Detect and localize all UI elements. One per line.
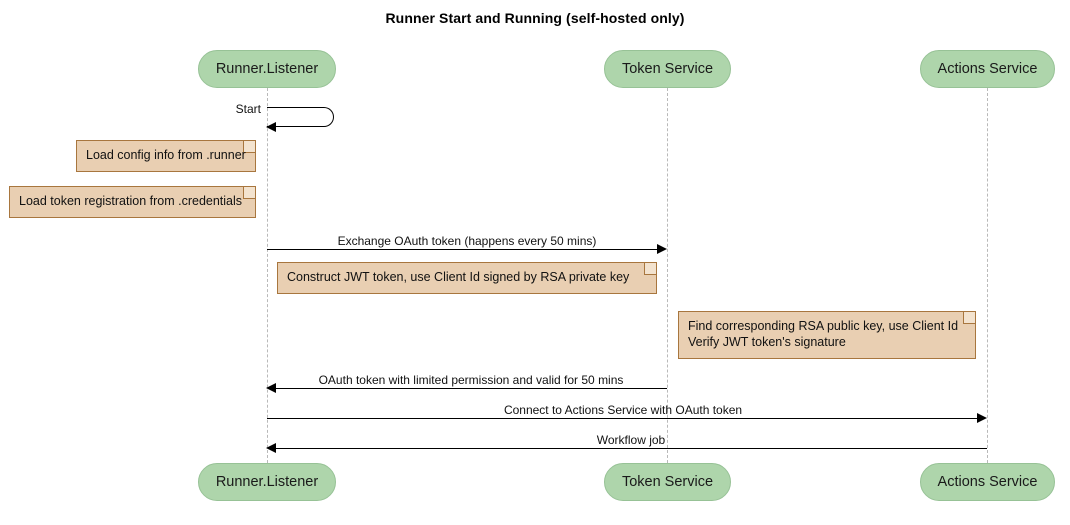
participant-label: Actions Service bbox=[937, 474, 1038, 490]
participant-label: Token Service bbox=[621, 474, 714, 490]
note-text: Find corresponding RSA public key, use C… bbox=[688, 319, 959, 349]
participant-runner-top[interactable]: Runner.Listener bbox=[198, 50, 336, 88]
note-text: Load config info from .runner bbox=[86, 148, 246, 162]
message-label-workflow-job: Workflow job bbox=[596, 433, 666, 447]
participant-token-bottom[interactable]: Token Service bbox=[604, 463, 731, 501]
participant-label: Runner.Listener bbox=[215, 61, 319, 77]
message-selfloop-start bbox=[267, 107, 334, 127]
message-arrowhead-start bbox=[266, 122, 276, 132]
note-load-config: Load config info from .runner bbox=[76, 140, 256, 172]
message-label-connect-actions-service: Connect to Actions Service with OAuth to… bbox=[503, 403, 743, 417]
message-label-start: Start bbox=[235, 102, 261, 116]
lifeline-runner bbox=[267, 88, 268, 463]
note-load-token-registration: Load token registration from .credential… bbox=[9, 186, 256, 218]
note-fold-icon bbox=[644, 263, 656, 275]
lifeline-token bbox=[667, 88, 668, 463]
lifeline-actions bbox=[987, 88, 988, 463]
note-fold-icon bbox=[243, 187, 255, 199]
message-line-oauth-token-response bbox=[275, 388, 667, 389]
participant-runner-bottom[interactable]: Runner.Listener bbox=[198, 463, 336, 501]
note-fold-icon bbox=[963, 312, 975, 324]
message-line-connect-actions-service bbox=[267, 418, 979, 419]
note-verify-jwt-signature: Find corresponding RSA public key, use C… bbox=[678, 311, 976, 359]
note-text: Load token registration from .credential… bbox=[19, 194, 243, 208]
note-fold-icon bbox=[243, 141, 255, 153]
message-arrowhead-connect-actions-service bbox=[977, 413, 987, 423]
note-construct-jwt-token: Construct JWT token, use Client Id signe… bbox=[277, 262, 657, 294]
participant-label: Runner.Listener bbox=[215, 474, 319, 490]
message-line-exchange-oauth-token bbox=[267, 249, 659, 250]
diagram-title: Runner Start and Running (self-hosted on… bbox=[385, 10, 685, 26]
message-arrowhead-workflow-job bbox=[266, 443, 276, 453]
message-arrowhead-oauth-token-response bbox=[266, 383, 276, 393]
message-label-oauth-token-response: OAuth token with limited permission and … bbox=[318, 373, 624, 387]
note-text: Construct JWT token, use Client Id signe… bbox=[287, 270, 630, 284]
participant-label: Token Service bbox=[621, 61, 714, 77]
message-label-exchange-oauth-token: Exchange OAuth token (happens every 50 m… bbox=[337, 234, 597, 248]
message-arrowhead-exchange-oauth-token bbox=[657, 244, 667, 254]
participant-token-top[interactable]: Token Service bbox=[604, 50, 731, 88]
participant-actions-top[interactable]: Actions Service bbox=[920, 50, 1055, 88]
participant-label: Actions Service bbox=[937, 61, 1038, 77]
message-line-workflow-job bbox=[275, 448, 987, 449]
participant-actions-bottom[interactable]: Actions Service bbox=[920, 463, 1055, 501]
